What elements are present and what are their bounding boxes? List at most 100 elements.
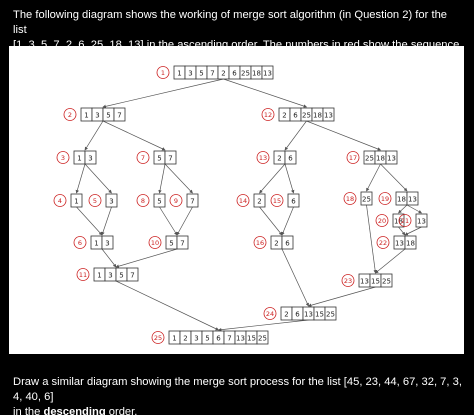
array-cell-value: 13	[408, 196, 417, 204]
array-cell-value: 2	[282, 112, 286, 120]
array-cell-value: 5	[205, 335, 209, 343]
array-cell-value: 3	[108, 272, 112, 280]
question-line-2-suffix: order.	[105, 406, 138, 415]
array-cell-value: 18	[394, 218, 403, 226]
arrow-m1318-to-m131825	[375, 248, 406, 274]
array-cell-value: 7	[117, 112, 121, 120]
array-cell-value: 2	[274, 240, 278, 248]
array-cell-value: 5	[157, 198, 161, 206]
array-cell	[392, 213, 405, 228]
array-cell-value: 18	[406, 240, 415, 248]
array-cell-value: 7	[130, 272, 134, 280]
step-circle-icon	[73, 236, 87, 249]
step-number: 6	[78, 239, 82, 247]
step-number: 12	[264, 111, 272, 119]
step-circle-icon	[346, 151, 360, 164]
array-cell-value: 7	[210, 70, 214, 78]
step-circle-icon	[341, 274, 355, 287]
arrow-m13-to-m1357	[101, 248, 117, 268]
array-cell	[385, 150, 398, 165]
array-cell-value: 13	[360, 278, 369, 286]
step-number: 24	[266, 310, 274, 318]
arrow-R-to-RR	[306, 120, 382, 151]
arrow-L-to-LR	[102, 120, 166, 151]
arrow-LR-to-s5	[158, 163, 166, 194]
array-cell-value: 5	[199, 70, 203, 78]
array-cell-value: 18	[376, 155, 385, 163]
step-circle-icon	[378, 192, 392, 205]
arrow-R-to-RL	[284, 120, 307, 151]
step-number: 19	[381, 195, 389, 203]
array-cell	[406, 191, 419, 206]
array-cell	[101, 235, 114, 250]
step-number: 21	[401, 217, 409, 225]
arrow-RL-to-s2	[259, 163, 286, 194]
arrow-LL-to-s3	[84, 163, 112, 194]
array-cell	[281, 235, 294, 250]
step-number: 15	[273, 197, 281, 205]
array-cell-value: 7	[168, 155, 172, 163]
step-number: 25	[154, 334, 162, 342]
step-number: 13	[259, 154, 267, 162]
step-circle-icon	[236, 194, 250, 207]
step-circle-icon	[375, 214, 389, 227]
step-number: 10	[151, 239, 159, 247]
arrow-RL-to-s6	[284, 163, 295, 194]
array-cell-value: 5	[169, 240, 173, 248]
step-number: 9	[174, 197, 178, 205]
step-number: 11	[79, 271, 87, 279]
array-cell-value: 13	[417, 218, 426, 226]
step-circle-icon	[148, 236, 162, 249]
array-cell	[324, 306, 337, 321]
array-cell-value: 2	[183, 335, 187, 343]
array-cell-value: 7	[190, 198, 194, 206]
array-cell-value: 13	[324, 112, 333, 120]
array-cell-value: 25	[362, 196, 371, 204]
array-cell	[360, 191, 373, 206]
step-number: 17	[349, 154, 357, 162]
step-circle-icon	[56, 151, 70, 164]
arrow-s18-to-m1318	[398, 226, 406, 236]
array-cell-value: 15	[247, 335, 256, 343]
step-circle-icon	[253, 236, 267, 249]
step-circle-icon	[63, 108, 77, 121]
step-circle-icon	[261, 108, 275, 121]
step-circle-icon	[151, 331, 165, 344]
array-cell-value: 1	[97, 272, 101, 280]
array-cell-value: 25	[326, 311, 335, 319]
array-cell-value: 5	[106, 112, 110, 120]
question-line-2: in the descending order.	[13, 405, 463, 415]
array-cell-value: 1	[177, 70, 181, 78]
array-cell	[415, 213, 428, 228]
question-line-2-prefix: in the	[13, 406, 44, 415]
arrow-L-to-LL	[84, 120, 104, 151]
array-node-s5: 58	[136, 193, 166, 208]
arrow-s18_13-to-s13	[406, 204, 423, 214]
step-number: 20	[378, 217, 386, 225]
question-emphasis: descending	[43, 406, 106, 415]
array-cell	[404, 235, 417, 250]
array-cell-value: 1	[84, 112, 88, 120]
array-cell	[153, 193, 166, 208]
array-cell-value: 18	[397, 196, 406, 204]
array-cell-value: 5	[119, 272, 123, 280]
array-cell	[70, 193, 83, 208]
array-cell	[176, 235, 189, 250]
step-number: 2	[68, 111, 72, 119]
array-cell-value: 6	[232, 70, 237, 78]
array-cell-value: 5	[157, 155, 161, 163]
array-cell-value: 1	[94, 240, 98, 248]
array-cell-value: 13	[263, 70, 272, 78]
